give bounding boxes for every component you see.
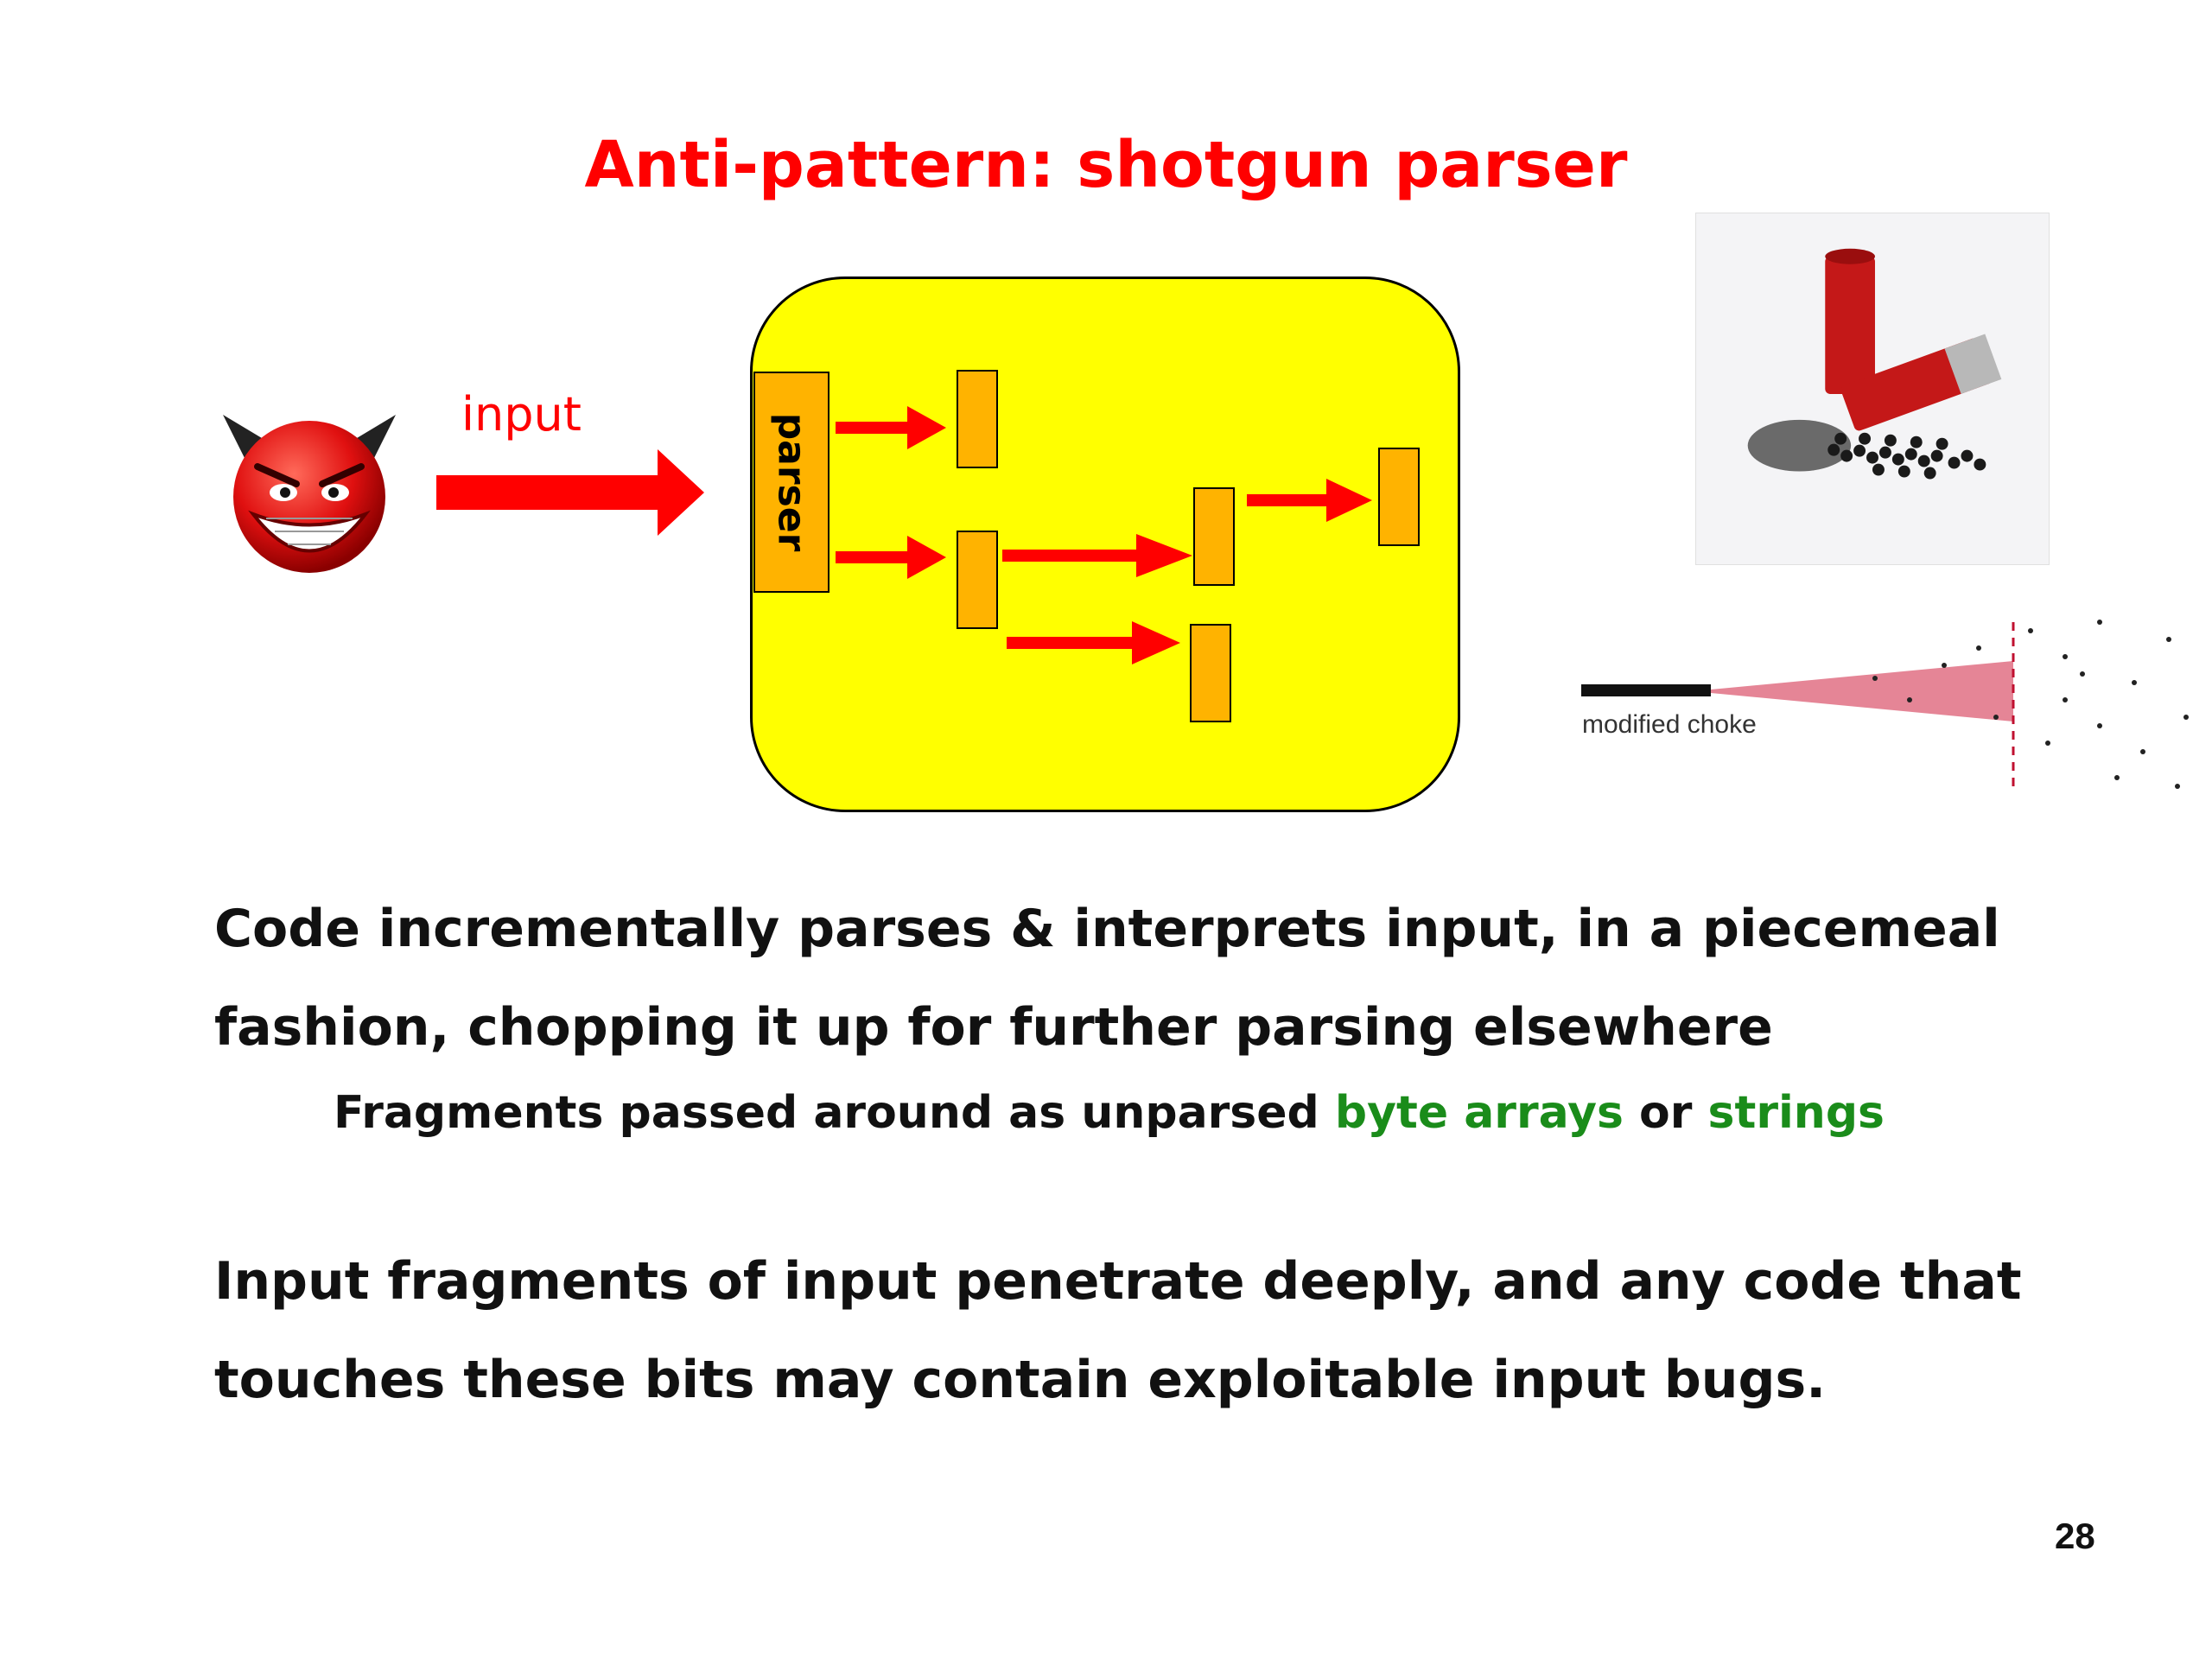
body-paragraph-1-line-1: Code incrementally parses & interprets i… [214,899,2000,959]
parser-container [750,276,1460,812]
body-paragraph-2-line-1: Input fragments of input penetrate deepl… [214,1251,2022,1312]
flow-arrows [836,406,1372,664]
parser-block [753,372,830,593]
flow-arrow [1002,534,1192,577]
body-paragraph-1-line-2: fashion, chopping it up for further pars… [214,997,1773,1058]
flow-arrow [1007,621,1180,664]
fragment-block [1378,448,1420,546]
input-arrow [436,449,704,536]
fragment-block [1190,624,1231,722]
sub-bullet: Fragments passed around as unparsed byte… [334,1087,1885,1139]
shotgun-shells-image [1695,213,2050,565]
parser-label: parser [769,412,814,552]
highlight-strings: strings [1707,1087,1885,1139]
sub-bullet-mid: or [1623,1087,1708,1139]
flow-arrow [836,406,946,449]
sub-bullet-prefix: Fragments passed around as unparsed [334,1087,1335,1139]
flow-arrow [1247,479,1372,522]
fragment-block [957,531,998,629]
slide-title: Anti-pattern: shotgun parser [584,128,1628,202]
highlight-byte-arrays: byte arrays [1334,1087,1624,1139]
fragment-block [1193,487,1235,586]
choke-spread-image [1581,596,2203,804]
choke-label: modified choke [1582,710,1757,739]
page-number: 28 [2055,1516,2095,1556]
input-label: input [461,387,582,442]
devil-icon [223,415,396,573]
body-paragraph-2-line-2: touches these bits may contain exploitab… [214,1350,1826,1410]
fragment-block [957,370,998,468]
flow-arrow [836,536,946,579]
